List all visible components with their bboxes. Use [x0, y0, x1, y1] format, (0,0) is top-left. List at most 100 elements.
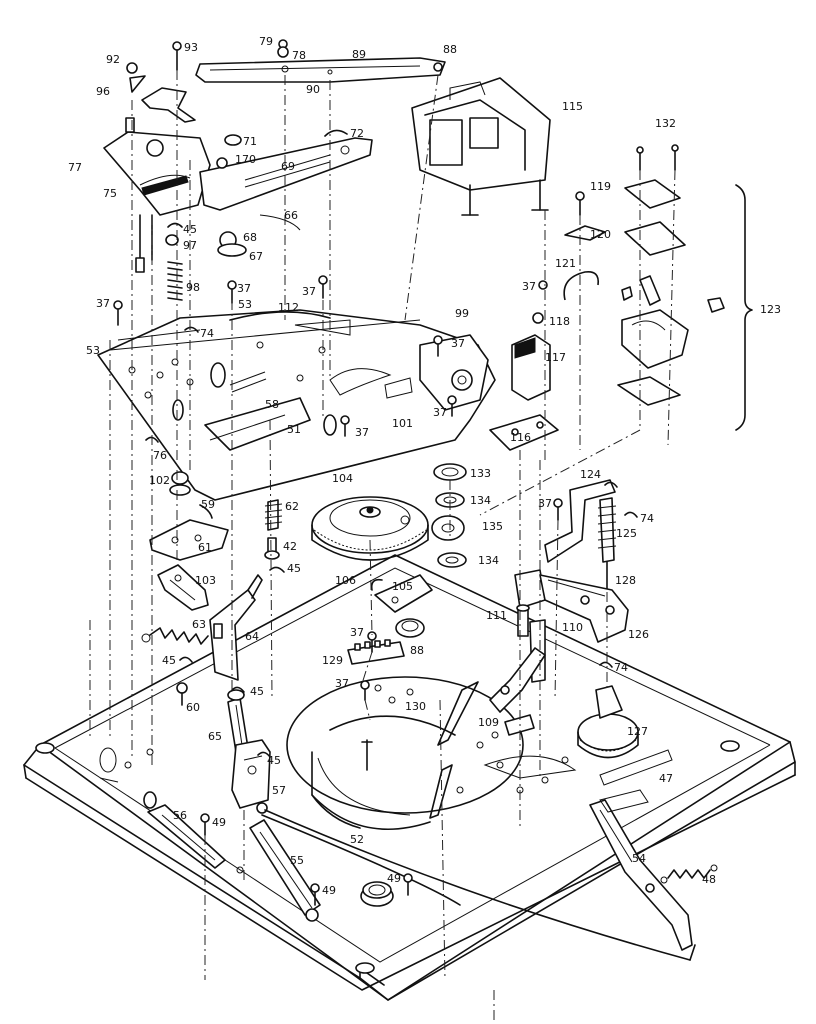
label-120: 120 — [590, 228, 611, 241]
label-134a: 134 — [470, 494, 491, 507]
label-99: 99 — [455, 307, 469, 320]
label-130: 130 — [405, 700, 426, 713]
cable-52 — [261, 809, 696, 961]
washers-133-135 — [431, 463, 467, 568]
spring-63 — [141, 627, 209, 645]
label-71: 71 — [243, 135, 257, 148]
idler-gear-104 — [311, 496, 429, 561]
screws — [113, 41, 563, 906]
label-121: 121 — [555, 257, 576, 270]
label-49a: 49 — [212, 816, 226, 829]
label-123: 123 — [760, 303, 781, 316]
label-37d: 37 — [96, 297, 110, 310]
label-115: 115 — [562, 100, 583, 113]
label-37a: 37 — [237, 282, 251, 295]
parts-105-106 — [370, 574, 433, 613]
label-125: 125 — [616, 527, 637, 540]
label-37j: 37 — [335, 677, 349, 690]
label-52: 52 — [350, 833, 364, 846]
label-117: 117 — [545, 351, 566, 364]
parts-118-121 — [532, 191, 606, 324]
label-45a: 45 — [183, 223, 197, 236]
switch-block — [411, 77, 551, 216]
label-128: 128 — [615, 574, 636, 587]
label-105: 105 — [392, 580, 413, 593]
label-37b: 37 — [302, 285, 316, 298]
label-109: 109 — [478, 716, 499, 729]
label-45d: 45 — [250, 685, 264, 698]
label-88b: 88 — [410, 644, 424, 657]
label-170: 170 — [235, 153, 256, 166]
parts-102-59-61 — [149, 471, 283, 561]
label-127: 127 — [627, 725, 648, 738]
label-60: 60 — [186, 701, 200, 714]
label-98: 98 — [186, 281, 200, 294]
label-37c: 37 — [522, 280, 536, 293]
upper-linkage-bar — [195, 57, 446, 83]
part-labels: 92 93 79 78 89 88 90 96 71 72 115 132 77… — [68, 35, 781, 897]
label-92: 92 — [106, 53, 120, 66]
label-65: 65 — [208, 730, 222, 743]
label-89: 89 — [352, 48, 366, 61]
lever-103 — [157, 564, 209, 611]
label-135: 135 — [482, 520, 503, 533]
label-54: 54 — [632, 852, 646, 865]
label-103: 103 — [195, 574, 216, 587]
label-74a: 74 — [200, 327, 214, 340]
label-49b: 49 — [322, 884, 336, 897]
label-37g: 37 — [433, 406, 447, 419]
base-details — [99, 747, 673, 907]
label-37e: 37 — [451, 337, 465, 350]
label-62: 62 — [285, 500, 299, 513]
switch-assembly-123 — [617, 144, 753, 431]
label-90: 90 — [306, 83, 320, 96]
label-56: 56 — [173, 809, 187, 822]
alignment-lines — [89, 70, 676, 1024]
link-65 — [227, 689, 249, 753]
bracket-117 — [489, 334, 559, 451]
label-53a: 53 — [238, 298, 252, 311]
label-45b: 45 — [287, 562, 301, 575]
label-116: 116 — [510, 431, 531, 444]
label-132: 132 — [655, 117, 676, 130]
label-69: 69 — [281, 160, 295, 173]
label-51: 51 — [287, 423, 301, 436]
label-124: 124 — [580, 468, 601, 481]
label-47: 47 — [659, 772, 673, 785]
label-126: 126 — [628, 628, 649, 641]
bracket-57 — [231, 739, 271, 814]
label-72: 72 — [350, 127, 364, 140]
label-129: 129 — [322, 654, 343, 667]
label-104: 104 — [332, 472, 353, 485]
label-96: 96 — [96, 85, 110, 98]
label-67: 67 — [249, 250, 263, 263]
turntable-127 — [577, 685, 639, 759]
slide-55 — [249, 819, 321, 922]
label-106: 106 — [335, 574, 356, 587]
label-93: 93 — [184, 41, 198, 54]
label-112: 112 — [278, 301, 299, 314]
label-133: 133 — [470, 467, 491, 480]
label-37h: 37 — [538, 497, 552, 510]
label-64: 64 — [245, 630, 259, 643]
label-48: 48 — [702, 873, 716, 886]
arm-54 — [589, 799, 693, 951]
spring-48 — [660, 864, 718, 884]
label-101: 101 — [392, 417, 413, 430]
label-58: 58 — [265, 398, 279, 411]
label-66: 66 — [284, 209, 298, 222]
label-118: 118 — [549, 315, 570, 328]
label-119: 119 — [590, 180, 611, 193]
arm-64 — [209, 574, 263, 681]
label-77: 77 — [68, 161, 82, 174]
spring-98 — [167, 261, 183, 301]
label-76: 76 — [153, 449, 167, 462]
label-102: 102 — [149, 474, 170, 487]
switch-129 — [347, 618, 425, 665]
slot-47 — [599, 789, 649, 813]
label-88: 88 — [443, 43, 457, 56]
label-45c: 45 — [162, 654, 176, 667]
label-45e: 45 — [267, 754, 281, 767]
label-59: 59 — [201, 498, 215, 511]
